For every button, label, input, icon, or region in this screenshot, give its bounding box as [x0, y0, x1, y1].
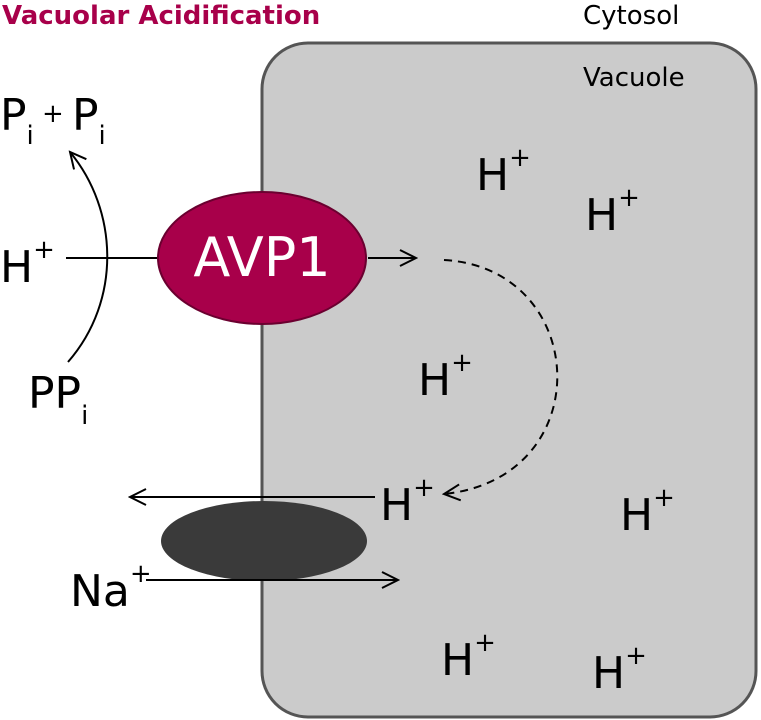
pi-product-left: Pi: [0, 90, 34, 151]
proton-vacuole-1: H+: [476, 143, 531, 201]
nhx-antiporter: [161, 501, 367, 581]
ppi-hydrolysis-arrow: [67, 152, 109, 363]
vacuole-membrane: [260, 41, 758, 719]
proton-vacuole-5: H+: [441, 628, 496, 686]
proton-vacuole-2: H+: [585, 183, 640, 241]
avp1-label: AVP1: [193, 226, 330, 289]
pi-product-right: Pi: [72, 90, 106, 151]
proton-vacuole-4: H+: [620, 483, 675, 541]
ppi-substrate: PPi: [28, 368, 88, 431]
diagram-title: Vacuolar Acidification: [2, 1, 320, 31]
cytosol-label: Cytosol: [583, 1, 679, 31]
proton-antiporter: H+: [380, 473, 435, 531]
proton-vacuole-3: H+: [418, 348, 473, 406]
avp1-pump: [157, 191, 367, 325]
sodium-ion: Na+: [70, 559, 152, 617]
vacuole-label: Vacuole: [583, 63, 685, 93]
proton-vacuole-6: H+: [592, 641, 647, 699]
proton-cytosol: H+: [0, 235, 55, 293]
reaction-plus-sign: +: [42, 99, 64, 129]
